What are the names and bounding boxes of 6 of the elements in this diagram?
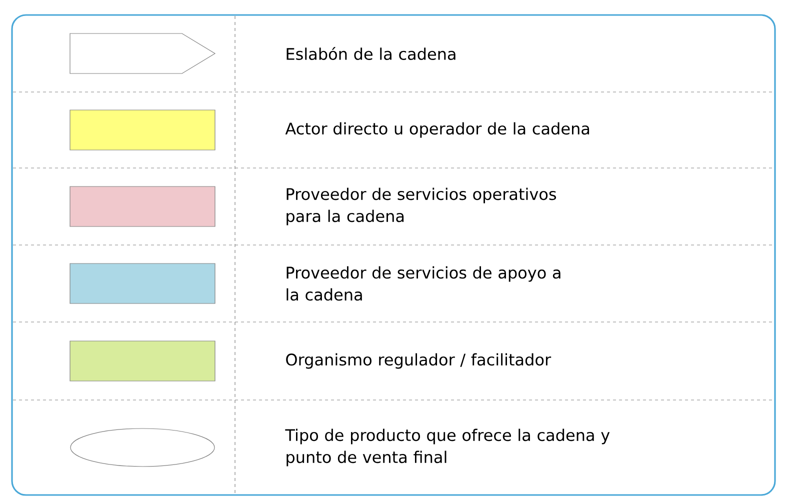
legend-text: Organismo regulador / facilitador [286,353,552,369]
legend-text: Proveedor de servicios de apoyo a la cadena [286,266,560,301]
legend-text: Proveedor de servicios operativos para la cadena [286,188,556,226]
legend-text: Actor directo u operador de la cadena [285,122,590,138]
legend-text: Eslabón de la cadena [286,46,456,60]
legend-text: Tipo de producto que ofrece la cadena y punto de venta final [285,428,610,466]
